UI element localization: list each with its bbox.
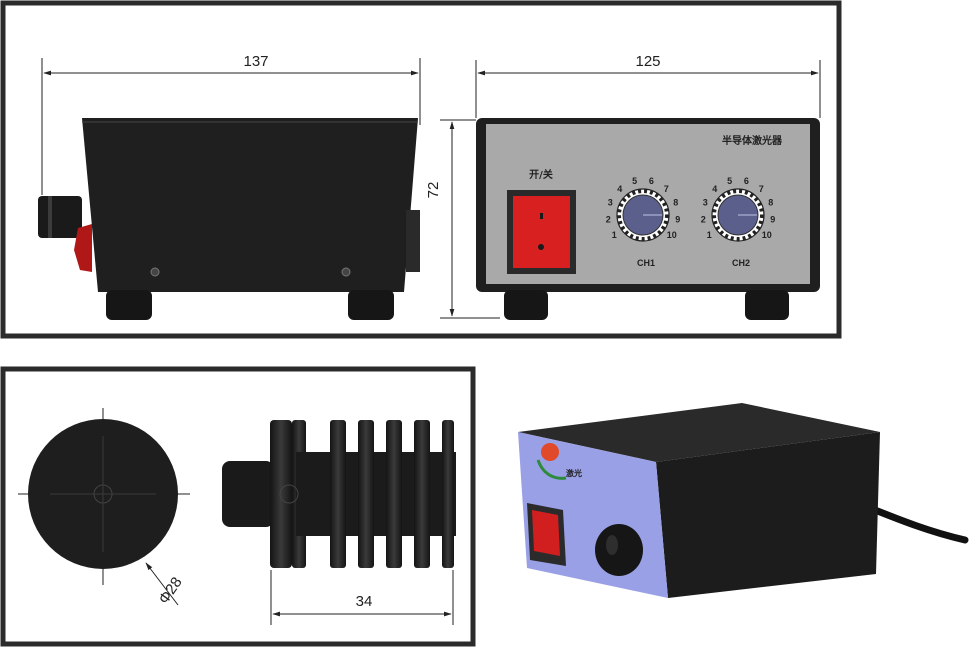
- side-view: 137: [38, 53, 421, 320]
- heatsink-fin-3: [386, 420, 402, 568]
- housing-top: [518, 403, 880, 462]
- knob-left-tick-1: 1: [612, 230, 617, 240]
- knob-right-tick-6: 6: [744, 176, 749, 186]
- knob-right-tick-2: 2: [701, 214, 706, 224]
- knob-right-tick-9: 9: [770, 214, 775, 224]
- knob-left-tick-2: 2: [606, 214, 611, 224]
- heatsink-fin-2: [358, 420, 374, 568]
- knob-right: [711, 188, 765, 242]
- knob-left-tick-10: 10: [667, 230, 677, 240]
- logo-text: 激光: [566, 468, 582, 478]
- power-cable: [866, 504, 969, 544]
- side-switch: [74, 224, 92, 272]
- dimension-front-width: 125: [635, 53, 660, 70]
- knob-right-tick-8: 8: [768, 198, 773, 208]
- dimension-leader-diameter: [145, 562, 179, 606]
- knob-right-tick-1: 1: [707, 230, 712, 240]
- side-knob: [38, 196, 82, 238]
- side-housing: [82, 118, 418, 292]
- knob-left-tick-5: 5: [632, 176, 637, 186]
- knob-left-dial: 12 345 678 9 10: [606, 176, 680, 240]
- emitter-side-view: 34: [222, 420, 456, 625]
- dimension-emitter-length: 34: [356, 593, 373, 610]
- knob-left-label: CH1: [637, 258, 655, 268]
- knob-left-tick-7: 7: [664, 184, 669, 194]
- knob-left-tick-3: 3: [608, 198, 613, 208]
- knob-left-tick-6: 6: [649, 176, 654, 186]
- knob-right-tick-4: 4: [712, 184, 717, 194]
- knob-right-tick-5: 5: [727, 176, 732, 186]
- side-screw-right: [341, 267, 351, 277]
- heatsink-fin-5: [442, 420, 454, 568]
- knob-left-tick-4: 4: [617, 184, 622, 194]
- knob-right-tick-3: 3: [703, 198, 708, 208]
- knob-right-tick-7: 7: [759, 184, 764, 194]
- emitter-nozzle: [222, 461, 274, 527]
- side-foot-left: [106, 290, 152, 320]
- knob-left: [616, 188, 670, 242]
- dimension-front-height: 72: [425, 182, 442, 199]
- knob-right-dial: 12 345 678 9 10: [701, 176, 775, 240]
- knob-left-tick-9: 9: [675, 214, 680, 224]
- switch-label: 开/关: [529, 168, 553, 181]
- knob-3d: [595, 524, 643, 576]
- housing-side: [656, 432, 880, 598]
- logo-mark: 激光: [536, 443, 582, 480]
- front-panel-title: 半导体激光器: [722, 134, 783, 147]
- front-foot-left: [504, 290, 548, 320]
- heatsink-fin-4: [414, 420, 430, 568]
- side-foot-right: [348, 290, 394, 320]
- knob-right-label: CH2: [732, 258, 750, 268]
- controller-3d-view: 激光: [518, 403, 969, 598]
- side-screw-left: [150, 267, 160, 277]
- knob-right-tick-10: 10: [762, 230, 772, 240]
- dimension-side-width: 137: [243, 53, 268, 70]
- heatsink-fin-1: [330, 420, 346, 568]
- knob-left-tick-8: 8: [673, 198, 678, 208]
- front-foot-right: [745, 290, 789, 320]
